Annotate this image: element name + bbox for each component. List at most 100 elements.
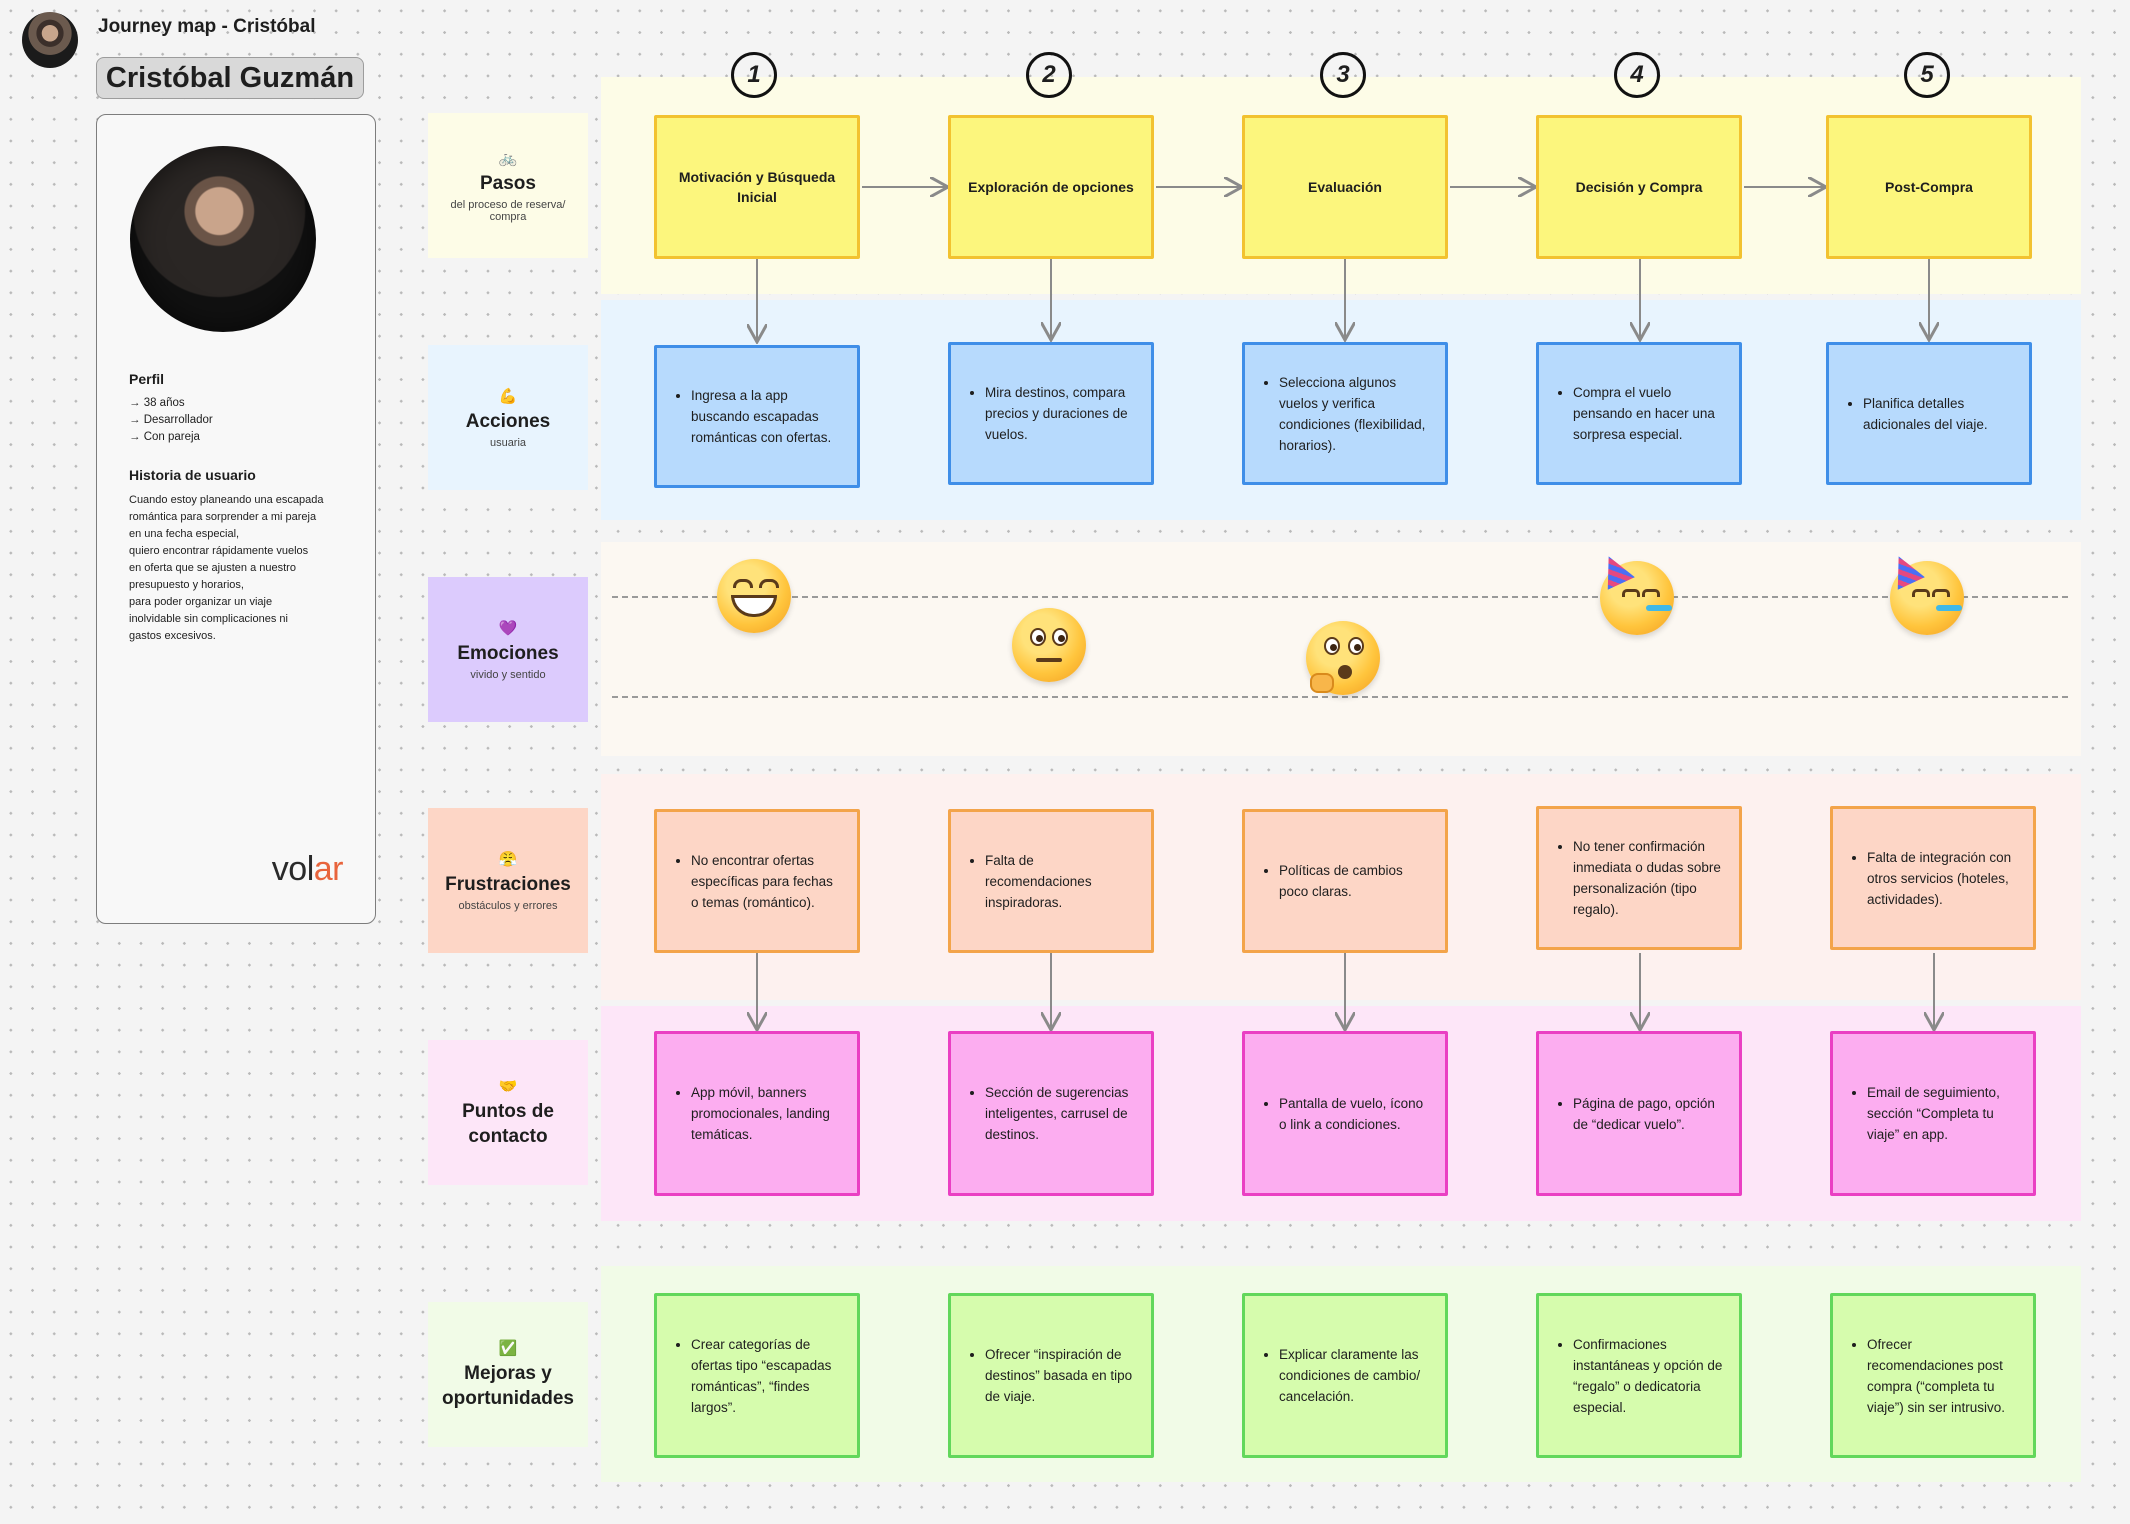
step-sticky-2[interactable]: Exploración de opciones — [948, 115, 1154, 259]
accion-sticky-2[interactable]: Mira destinos, compara precios y duracio… — [948, 342, 1154, 485]
emotion-line-high — [612, 596, 2068, 598]
punto-sticky-4[interactable]: Página de pago, opción de “dedicar vuelo… — [1536, 1031, 1742, 1196]
mejora-sticky-5[interactable]: Ofrecer recomendaciones post compra (“co… — [1830, 1293, 2036, 1458]
sticky-text: Crear categorías de ofertas tipo “escapa… — [691, 1334, 843, 1418]
row-label-acciones[interactable]: 💪 Acciones usuaria — [428, 345, 588, 490]
row-title: Acciones — [465, 410, 551, 432]
punto-sticky-3[interactable]: Pantalla de vuelo, ícono o link a condic… — [1242, 1031, 1448, 1196]
brand-logo-accent: ar — [313, 850, 344, 888]
sticky-text: Email de seguimiento, sección “Completa … — [1867, 1082, 2019, 1145]
board-title: Journey map - Cristóbal — [98, 16, 316, 37]
row-label-pasos[interactable]: 🚲 Pasos del proceso de reserva/ compra — [428, 113, 588, 258]
emotion-line-low — [612, 696, 2068, 698]
angry-face-icon: 😤 — [498, 850, 518, 868]
sticky-text: Motivación y Búsqueda Inicial — [678, 169, 836, 205]
sticky-text: Exploración de opciones — [968, 179, 1134, 195]
frustracion-sticky-2[interactable]: Falta de recomendaciones inspiradoras. — [948, 809, 1154, 953]
row-label-frustraciones[interactable]: 😤 Frustraciones obstáculos y errores — [428, 808, 588, 953]
sticky-text: No encontrar ofertas específicas para fe… — [691, 850, 843, 913]
sticky-text: Selecciona algunos vuelos y verifica con… — [1279, 372, 1431, 456]
sticky-text: Confirmaciones instantáneas y opción de … — [1573, 1334, 1725, 1418]
sticky-text: Políticas de cambios poco claras. — [1279, 860, 1431, 902]
punto-sticky-5[interactable]: Email de seguimiento, sección “Completa … — [1830, 1031, 2036, 1196]
row-subtitle: del proceso de reserva/ compra — [450, 198, 566, 223]
step-number-1: 1 — [731, 52, 777, 98]
punto-sticky-2[interactable]: Sección de sugerencias inteligentes, car… — [948, 1031, 1154, 1196]
sticky-text: Evaluación — [1308, 179, 1382, 195]
sticky-text: Ofrecer recomendaciones post compra (“co… — [1867, 1334, 2019, 1418]
step-number-4: 4 — [1614, 52, 1660, 98]
profile-title: Perfil — [129, 371, 165, 387]
neutral-face-icon[interactable] — [1012, 608, 1086, 682]
row-title: Mejoras y oportunidades — [442, 1362, 574, 1409]
party-face-icon[interactable] — [1600, 561, 1674, 635]
accion-sticky-5[interactable]: Planifica detalles adicionales del viaje… — [1826, 342, 2032, 485]
sticky-text: Explicar claramente las condiciones de c… — [1279, 1344, 1431, 1407]
step-sticky-1[interactable]: Motivación y Búsqueda Inicial — [654, 115, 860, 259]
accion-sticky-3[interactable]: Selecciona algunos vuelos y verifica con… — [1242, 342, 1448, 485]
persona-card[interactable]: Perfil → 38 años → Desarrollador → Con p… — [96, 114, 376, 924]
step-sticky-4[interactable]: Decisión y Compra — [1536, 115, 1742, 259]
row-subtitle: usuaria — [489, 436, 527, 449]
sticky-text: Planifica detalles adicionales del viaje… — [1863, 393, 2015, 435]
row-subtitle: vivido y sentido — [470, 668, 546, 681]
sticky-text: Decisión y Compra — [1575, 179, 1703, 195]
frustracion-sticky-3[interactable]: Políticas de cambios poco claras. — [1242, 809, 1448, 953]
profile-item: → Con pareja — [129, 431, 200, 443]
story-text: Cuando estoy planeando una escapada romá… — [129, 494, 324, 642]
persona-photo — [130, 146, 316, 332]
sticky-text: Falta de recomendaciones inspiradoras. — [985, 850, 1137, 913]
step-sticky-5[interactable]: Post-Compra — [1826, 115, 2032, 259]
profile-list: → 38 años → Desarrollador → Con pareja — [129, 395, 213, 446]
party-face-icon[interactable] — [1890, 561, 1964, 635]
profile-item: → Desarrollador — [129, 414, 213, 426]
profile-item: → 38 años — [129, 397, 185, 409]
mejora-sticky-1[interactable]: Crear categorías de ofertas tipo “escapa… — [654, 1293, 860, 1458]
sticky-text: No tener confirmación inmediata o dudas … — [1573, 836, 1725, 920]
sticky-text: App móvil, banners promocionales, landin… — [691, 1082, 843, 1145]
sticky-text: Ofrecer “inspiración de destinos” basada… — [985, 1344, 1137, 1407]
mejora-sticky-4[interactable]: Confirmaciones instantáneas y opción de … — [1536, 1293, 1742, 1458]
handshake-icon: 🤝 — [498, 1077, 518, 1095]
sticky-text: Pantalla de vuelo, ícono o link a condic… — [1279, 1093, 1431, 1135]
frustracion-sticky-4[interactable]: No tener confirmación inmediata o dudas … — [1536, 806, 1742, 950]
row-title: Frustraciones — [445, 873, 571, 895]
step-number-3: 3 — [1320, 52, 1366, 98]
sticky-text: Post-Compra — [1885, 179, 1973, 195]
row-subtitle: obstáculos y errores — [458, 899, 558, 912]
step-number-5: 5 — [1904, 52, 1950, 98]
row-label-mejoras[interactable]: ✅ Mejoras y oportunidades — [428, 1302, 588, 1447]
row-label-puntos[interactable]: 🤝 Puntos de contacto — [428, 1040, 588, 1185]
grinning-face-icon[interactable] — [717, 559, 791, 633]
step-sticky-3[interactable]: Evaluación — [1242, 115, 1448, 259]
story-title: Historia de usuario — [129, 467, 256, 483]
brand-logo-main: vol — [271, 850, 314, 888]
row-label-emociones[interactable]: 💜 Emociones vivido y sentido — [428, 577, 588, 722]
row-title: Pasos — [480, 172, 536, 194]
step-number-2: 2 — [1026, 52, 1072, 98]
punto-sticky-1[interactable]: App móvil, banners promocionales, landin… — [654, 1031, 860, 1196]
check-mark-icon: ✅ — [498, 1339, 518, 1357]
persona-name[interactable]: Cristóbal Guzmán — [96, 57, 364, 99]
accion-sticky-1[interactable]: Ingresa a la app buscando escapadas romá… — [654, 345, 860, 488]
thinking-face-icon[interactable] — [1306, 621, 1380, 695]
row-title: Emociones — [457, 642, 559, 664]
sticky-text: Ingresa a la app buscando escapadas romá… — [691, 385, 843, 448]
purple-heart-icon: 💜 — [498, 619, 518, 637]
muscle-icon: 💪 — [498, 387, 518, 405]
sticky-text: Compra el vuelo pensando en hacer una so… — [1573, 382, 1725, 445]
frustracion-sticky-5[interactable]: Falta de integración con otros servicios… — [1830, 806, 2036, 950]
sticky-text: Falta de integración con otros servicios… — [1867, 847, 2019, 910]
row-title: Puntos de contacto — [462, 1100, 554, 1147]
avatar[interactable] — [22, 12, 78, 68]
mejora-sticky-2[interactable]: Ofrecer “inspiración de destinos” basada… — [948, 1293, 1154, 1458]
brand-logo: volar — [271, 850, 344, 889]
mejora-sticky-3[interactable]: Explicar claramente las condiciones de c… — [1242, 1293, 1448, 1458]
bicycle-icon: 🚲 — [498, 149, 518, 167]
sticky-text: Mira destinos, compara precios y duracio… — [985, 382, 1137, 445]
sticky-text: Sección de sugerencias inteligentes, car… — [985, 1082, 1137, 1145]
sticky-text: Página de pago, opción de “dedicar vuelo… — [1573, 1093, 1725, 1135]
frustracion-sticky-1[interactable]: No encontrar ofertas específicas para fe… — [654, 809, 860, 953]
accion-sticky-4[interactable]: Compra el vuelo pensando en hacer una so… — [1536, 342, 1742, 485]
